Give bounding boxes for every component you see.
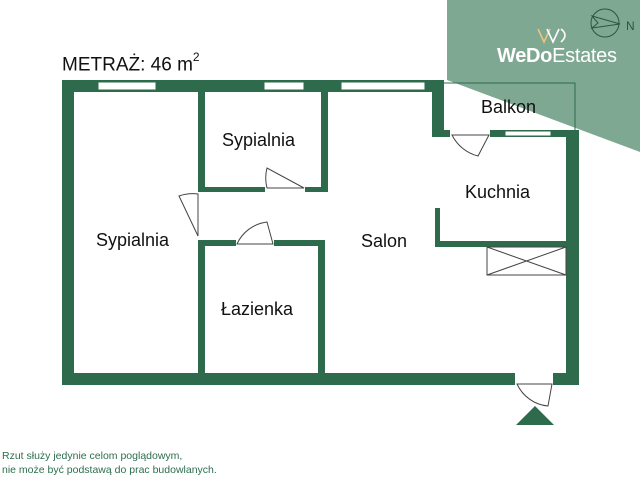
wall-bathroom-right [318,240,325,374]
door-swing-bedroom [178,193,199,237]
wall-kitchen-left [435,208,440,247]
room-label-living-room: Salon [361,231,408,251]
door-swing-kitchen [451,134,490,157]
compass-north-label: N [626,19,635,33]
disclaimer-line-1: Rzut służy jedynie celom poglądowym, [2,450,183,462]
kitchen-counter-cross-2 [486,246,567,276]
wall-bedroom-divider [198,92,205,192]
room-label-bedroom-small: Sypialnia [222,130,296,150]
wall-left [62,80,74,385]
door-swing-entrance [516,383,553,407]
room-label-balcony: Balkon [481,97,537,117]
wall-bottom [62,373,579,385]
brand-name-light: Estates [552,45,617,67]
brand-panel [447,0,640,152]
disclaimer-line-2: nie może być podstawą do prac budowlanyc… [2,464,217,476]
compass-icon [590,8,621,38]
wall-right [566,130,579,385]
wedo-logo-icon [537,28,566,44]
area-label: METRAŻ: 46 m2 [62,50,200,76]
wall-small-bedroom-right [321,92,328,191]
area-label-text: METRAŻ: 46 m [62,54,193,76]
area-exponent: 2 [192,50,200,64]
door-gap-kitchen [450,129,490,138]
window-top-2 [263,81,305,91]
wall-bedroom-divider-low [198,240,205,374]
room-label-bedroom-large: Sypialnia [96,230,170,250]
balcony-railing [444,82,576,130]
door-gap-bedroom [197,192,206,240]
window-balcony [504,130,552,137]
door-swing-bathroom [236,221,274,245]
wall-balcony-left [432,80,444,137]
kitchen-counter [486,246,567,276]
window-top-1 [97,81,157,91]
brand-name-bold: WeDo [497,45,553,67]
door-gap-small-bedroom [265,186,305,193]
wall-kitchen-bottom [435,241,567,247]
entrance-arrow-icon [516,406,554,425]
room-label-bathroom: Łazienka [221,299,294,319]
brand-name: WeDoEstates [497,45,617,68]
disclaimer: Rzut służy jedynie celom poglądowym, nie… [2,449,217,477]
room-label-kitchen: Kuchnia [465,182,531,202]
window-top-3 [340,81,426,91]
door-gap-entrance [515,372,553,386]
door-swing-small-bedroom [265,167,305,189]
